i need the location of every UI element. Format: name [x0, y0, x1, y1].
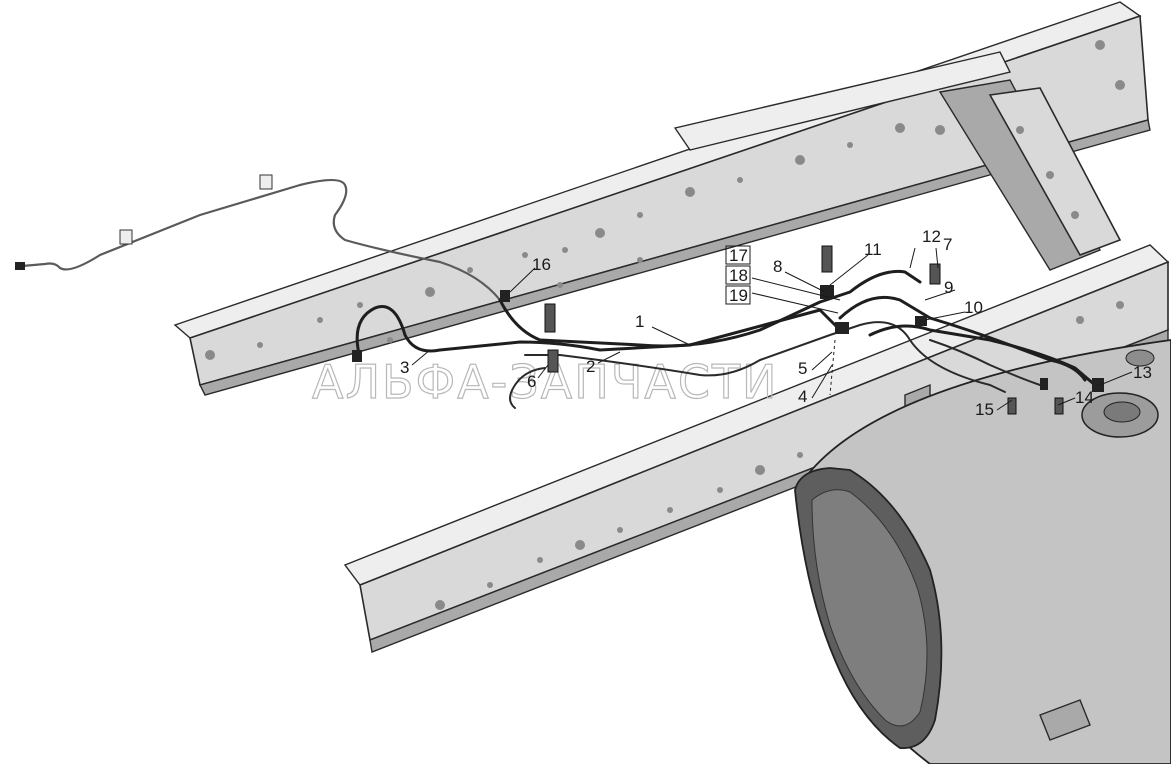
fuel-lines [15, 174, 1104, 415]
callout-box-18 [725, 265, 751, 285]
fitting-13 [1092, 378, 1104, 392]
fuel-line-14 [929, 339, 1041, 386]
callout-5: 5 [798, 359, 807, 378]
fitting-14 [1040, 378, 1048, 390]
callout-1: 1 [635, 312, 644, 331]
fitting-16 [500, 290, 510, 302]
fuel-tank [794, 339, 1171, 764]
bolts [544, 245, 1064, 415]
return-line-left [20, 178, 502, 302]
callout-18: 18 [729, 266, 748, 285]
callout-3: 3 [400, 358, 409, 377]
fuel-line-6 [509, 367, 546, 409]
callout-10: 10 [964, 298, 983, 317]
callout-7: 7 [943, 235, 952, 254]
pipe-clip-a [119, 229, 133, 245]
callout-19: 19 [729, 286, 748, 305]
fitting-5 [835, 322, 849, 334]
callout-15: 15 [975, 400, 994, 419]
right-rail-holes [435, 301, 1124, 610]
fitting-end-left [15, 262, 25, 270]
fuel-line-3 [355, 305, 842, 360]
callout-2: 2 [586, 357, 595, 376]
fitting-10 [915, 316, 927, 326]
callout-9: 9 [944, 278, 953, 297]
fuel-line-1 [498, 269, 922, 348]
callout-14: 14 [1075, 388, 1094, 407]
callout-4: 4 [798, 387, 807, 406]
watermark-text: АЛЬФА-ЗАПЧАСТИ [312, 355, 778, 409]
callout-6: 6 [527, 372, 536, 391]
callout-16: 16 [532, 255, 551, 274]
cross-member [938, 79, 1122, 271]
fitting-3 [352, 350, 362, 362]
left-rail-holes [205, 40, 1125, 360]
fuel-line-10 [868, 324, 1097, 387]
left-frame-rail [173, 1, 1151, 396]
callout-8: 8 [773, 257, 782, 276]
callout-box-19 [725, 285, 751, 305]
callout-17: 17 [729, 246, 748, 265]
leader-lines [411, 247, 1133, 411]
callout-13: 13 [1133, 363, 1152, 382]
callout-box-17 [725, 245, 751, 265]
callout-12: 12 [922, 227, 941, 246]
pipe-clip-b [259, 174, 273, 190]
fuel-line-2 [524, 321, 1006, 393]
callout-labels: 1 2 3 4 5 6 7 8 9 10 11 12 13 14 15 16 1… [400, 227, 1152, 419]
callout-11: 11 [864, 240, 882, 259]
